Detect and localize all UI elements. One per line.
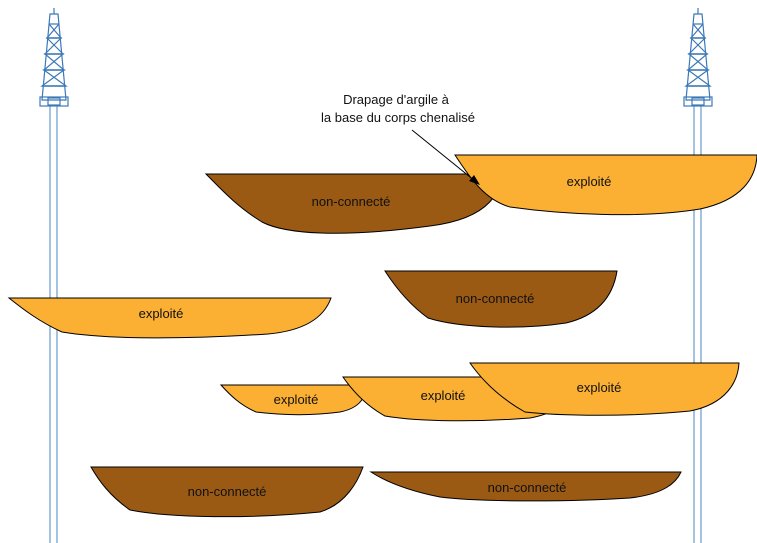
channel-body-label: non-connecté: [312, 194, 391, 209]
channel-body-label: exploité: [577, 380, 622, 395]
channel-body-non-connected: [90, 466, 364, 518]
derrick-icon: [39, 8, 69, 107]
channel-body-exploited: [7, 297, 332, 339]
channel-body-label: exploité: [139, 306, 184, 321]
channel-body-label: exploité: [274, 392, 319, 407]
channel-body-exploited: [469, 362, 740, 416]
annotation-line-1: Drapage d'argile à: [343, 92, 450, 107]
annotation: Drapage d'argile à la base du corps chen…: [321, 92, 480, 185]
arrowhead-icon: [469, 175, 480, 185]
channel-body-label: non-connecté: [456, 291, 535, 306]
channel-body-exploited: [454, 154, 757, 216]
annotation-arrow: [411, 129, 476, 182]
channel-body-label: non-connecté: [488, 480, 567, 495]
channel-body-label: non-connecté: [188, 484, 267, 499]
channel-body-label: exploité: [421, 388, 466, 403]
right-well: [683, 8, 713, 543]
annotation-line-2: la base du corps chenalisé: [321, 110, 475, 125]
derrick-icon: [683, 8, 713, 107]
left-well: [39, 8, 69, 543]
channel-body-non-connected: [369, 471, 682, 502]
channel-body-label: exploité: [567, 174, 612, 189]
channel-body-non-connected: [384, 270, 618, 328]
